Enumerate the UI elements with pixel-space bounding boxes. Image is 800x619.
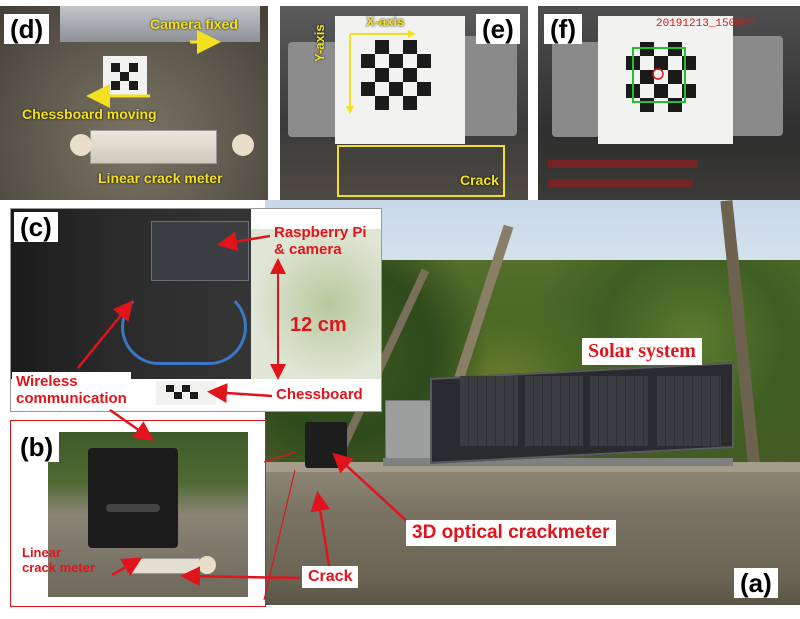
solar-panel-cell <box>525 376 583 446</box>
camera-fixed-label: Camera fixed <box>150 16 238 32</box>
metal-plate-right <box>462 36 517 136</box>
wireless-line2: communication <box>16 390 127 408</box>
optical-crackmeter-box <box>88 448 178 548</box>
detection-overlay <box>632 47 686 103</box>
optical-crackmeter-label: 3D optical crackmeter <box>406 520 616 546</box>
panel-label-b: (b) <box>14 432 60 462</box>
crack-label: Crack <box>302 566 359 589</box>
panel-f-photo: 20191213_150805 <box>538 6 800 200</box>
panel-label-f: (f) <box>544 14 582 44</box>
box-handle <box>106 504 160 512</box>
metal-plate-right <box>728 36 783 136</box>
crack-meter-mount <box>198 556 216 574</box>
network-cable <box>121 289 247 365</box>
panel-b-photo <box>48 432 248 597</box>
crack-label: Crack <box>460 172 499 188</box>
metal-plate-left <box>288 42 338 137</box>
crack-meter-mount <box>70 134 92 156</box>
panel-c-photo <box>10 208 382 412</box>
wireless-line1: Wireless <box>16 373 78 390</box>
distance-label: 12 cm <box>290 314 347 336</box>
chessboard-target <box>156 381 216 405</box>
chessboard-label: Chessboard <box>276 386 363 403</box>
linear-crack-meter-device <box>90 130 217 164</box>
x-axis-label: X-axis <box>366 14 405 29</box>
crack-meter-mount <box>232 134 254 156</box>
panel-label-d: (d) <box>4 14 50 44</box>
panel-label-e: (e) <box>476 14 520 44</box>
overlay-text-line <box>548 160 698 168</box>
vegetation-background <box>251 229 381 379</box>
solar-panel-cell <box>460 376 518 446</box>
wireless-communication-label: Wireless communication <box>12 372 131 409</box>
solar-system-label: Solar system <box>582 338 702 365</box>
panel-label-c: (c) <box>14 212 58 242</box>
chessboard-moving-label: Chessboard moving <box>22 106 157 122</box>
enclosure-box <box>385 400 435 464</box>
axis-overlay <box>337 30 505 197</box>
panel-label-a: (a) <box>734 568 778 598</box>
solar-panel-cell <box>657 376 721 446</box>
mounting-frame <box>383 458 733 466</box>
chessboard-target <box>598 16 733 144</box>
raspberry-pi-line2: & camera <box>274 241 342 259</box>
raspberry-pi-line1: Raspberry Pi <box>274 224 367 241</box>
timestamp-label: 20191213_150805 <box>656 18 756 30</box>
linear-crack-meter-label: Linear crack meter <box>22 545 95 576</box>
solar-panel-cell <box>590 376 648 446</box>
chessboard-target <box>335 16 465 144</box>
linear-line2: crack meter <box>22 559 95 575</box>
camera-mount <box>60 6 260 42</box>
overlay-text-line <box>548 179 693 187</box>
linear-crack-meter-label: Linear crack meter <box>98 170 223 186</box>
panel-d-photo: Camera fixed Chessboard moving Linear cr… <box>0 6 268 200</box>
metal-plate-left <box>552 42 600 137</box>
wall-top <box>265 462 800 472</box>
linear-line1: Linear <box>22 545 62 560</box>
raspberry-pi-label: Raspberry Pi & camera <box>268 222 373 261</box>
chessboard-target <box>103 56 147 96</box>
